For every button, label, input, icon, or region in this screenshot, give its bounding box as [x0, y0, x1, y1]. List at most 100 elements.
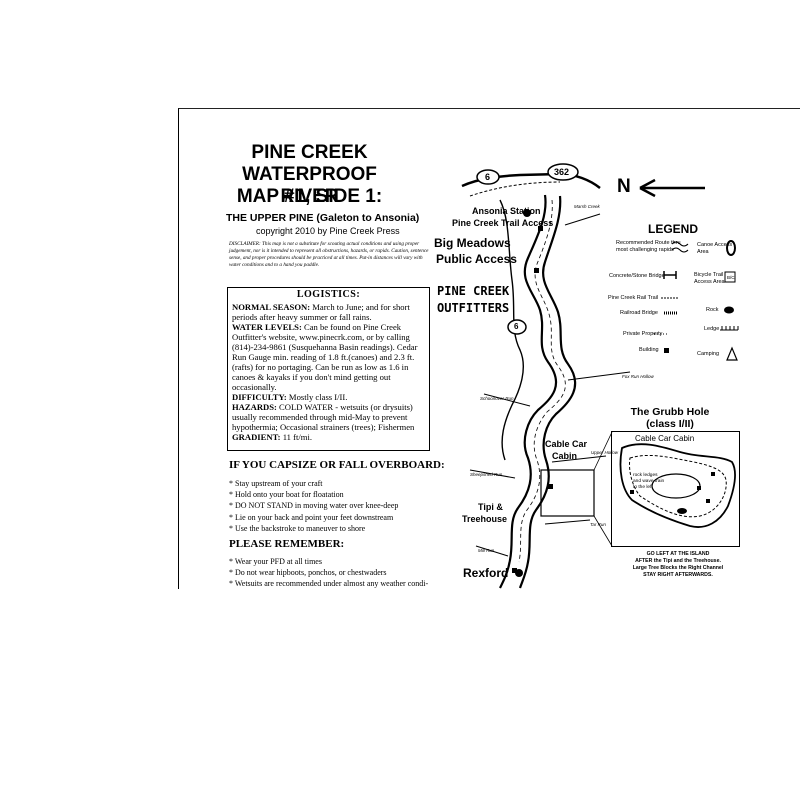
route-362-label: 362 [554, 167, 570, 177]
ledge-legend-icon [720, 326, 739, 331]
upper-hollow-label: Upper Hollow [591, 450, 619, 455]
tar-run-stream [544, 519, 591, 525]
tar-run-label: Tar Run [590, 522, 606, 527]
route-6-shield-mid [507, 319, 527, 335]
route-symbol-icon [671, 247, 689, 253]
grubb-cabin-label: Cable Car Cabin [635, 434, 695, 443]
camping-legend-icon [726, 346, 738, 361]
outfitters-label-1: PINE CREEK [437, 284, 510, 298]
bridge-legend-icon [663, 271, 677, 279]
building-icon [706, 499, 710, 503]
north-label: N [617, 176, 631, 197]
legend-railroad-bridge-label: Railroad Bridge [620, 310, 658, 316]
fox-run-stream [567, 371, 631, 381]
list-item: * DO NOT STAND in moving water over knee… [229, 501, 399, 511]
legend-rock-label: Rock [706, 307, 719, 313]
rexford-label: Rexford [463, 566, 509, 580]
title-line-1: PINE CREEK [251, 142, 368, 163]
building-icon [711, 472, 715, 476]
remember-header: PLEASE REMEMBER: [229, 538, 345, 550]
copyright: copyright 2010 by Pine Creek Press [256, 226, 400, 236]
logistics-item: WATER LEVELS: Can be found on Pine Creek… [232, 322, 418, 392]
legend-rail-trail-label: Pine Creek Rail Trail [608, 295, 659, 301]
cable-car-label-1: Cable Car [545, 439, 588, 449]
rock-legend-icon [724, 306, 734, 314]
list-item: * Lie on your back and point your feet d… [229, 512, 394, 522]
logistics-box: LOGISTICS: NORMAL SEASON: March to June;… [227, 287, 430, 451]
route-6-shield-top [476, 169, 500, 185]
river-bank-east [518, 195, 577, 589]
outfitters-label-2: OUTFITTERS [437, 301, 510, 315]
remember-list: * Wear your PFD at all times * Do not we… [229, 556, 444, 589]
canoe-access-legend-icon [726, 240, 736, 256]
title-line-3: MAP #1, SIDE 1: [236, 186, 383, 207]
legend-bridge-label: Concrete/Stone Bridge [609, 273, 665, 279]
capsize-list: * Stay upstream of your craft * Hold ont… [229, 478, 439, 534]
ansonia-station-label: Ansonia Station [472, 206, 541, 216]
legend-private-property-label: Private Property [623, 331, 663, 337]
grubb-rock-note: rock ledges and wave train to the left [633, 473, 665, 490]
marsh-creek-label: Marsh Creek [574, 204, 600, 209]
upper-hollow-stream [551, 455, 607, 463]
list-item: * Wetsuits are recommended under almost … [229, 579, 429, 588]
building-icon [534, 268, 539, 273]
grubb-hole-outline [540, 469, 595, 517]
grubb-route [629, 454, 727, 518]
legend-header: LEGEND [648, 222, 699, 236]
bike-symbol-text: B/C [727, 275, 735, 280]
disclaimer: DISCLAIMER: This map is not a substitute… [229, 241, 429, 268]
route-362-shield [547, 163, 579, 181]
inset-connector-bottom [593, 515, 613, 547]
cable-car-label-2: Cabin [552, 451, 578, 461]
route-6-road [499, 199, 524, 461]
rock-icon [677, 508, 687, 514]
route-symbol-icon [671, 241, 689, 247]
north-arrow-head-icon [639, 178, 656, 198]
building-icon [697, 486, 701, 490]
logistics-item: DIFFICULTY: Mostly class I/II. [232, 392, 348, 402]
grubb-river-bank [619, 443, 736, 528]
rail-trail [469, 181, 561, 197]
legend-ledge-label: Ledge [704, 326, 720, 332]
logistics-item: NORMAL SEASON: March to June; and for sh… [232, 302, 410, 322]
legend-building-label: Building [639, 347, 659, 353]
grubb-instructions: GO LEFT AT THE ISLAND AFTER the Tipi and… [632, 551, 724, 578]
legend-camping-label: Camping [697, 351, 720, 357]
capsize-header: IF YOU CAPSIZE OR FALL OVERBOARD: [229, 459, 445, 471]
river-bank-west [499, 194, 558, 589]
canoe-access-icon [515, 569, 523, 577]
tipi-label-2: Treehouse [462, 514, 508, 524]
map-subtitle: THE UPPER PINE (Galeton to Ansonia) [226, 212, 420, 224]
sheepshed-label: Sheepshed Run [470, 472, 503, 477]
mill-run-label: Mill Run [478, 548, 495, 553]
list-item: * Do not wear hipboots, ponchos, or ches… [229, 568, 387, 577]
route-6-mid-label: 6 [514, 322, 519, 331]
big-meadows-label: Big Meadows [434, 236, 511, 250]
marsh-creek-stream [564, 213, 601, 226]
canoe-access-icon [523, 209, 531, 217]
title-line-2: WATERPROOF RIVER [242, 164, 377, 207]
building-icon [548, 484, 553, 489]
building-legend-icon [664, 348, 669, 353]
list-item: * Use the backstroke to maneuver to shor… [229, 523, 366, 533]
building-icon [512, 568, 517, 573]
grubb-inset [611, 431, 740, 547]
building-icon [538, 226, 543, 231]
schoonover-stream [483, 393, 531, 407]
inset-connector-top [593, 431, 613, 471]
logistics-header: LOGISTICS: [296, 289, 361, 300]
schoonover-label: Schoonover Run [480, 396, 514, 401]
bike-access-legend-icon [724, 271, 736, 283]
trail-access-label: Pine Creek Trail Access [452, 218, 554, 228]
fox-run-label: Fox Run Hollow [622, 374, 654, 379]
tipi-label-1: Tipi & [478, 502, 503, 512]
recommended-route [518, 199, 566, 563]
building-icon [630, 490, 634, 494]
grubb-title: The Grubb Hole (class I/II) [630, 406, 710, 430]
list-item: * Wear your PFD at all times [229, 557, 322, 566]
logistics-item: GRADIENT: 11 ft/mi. [232, 432, 312, 442]
